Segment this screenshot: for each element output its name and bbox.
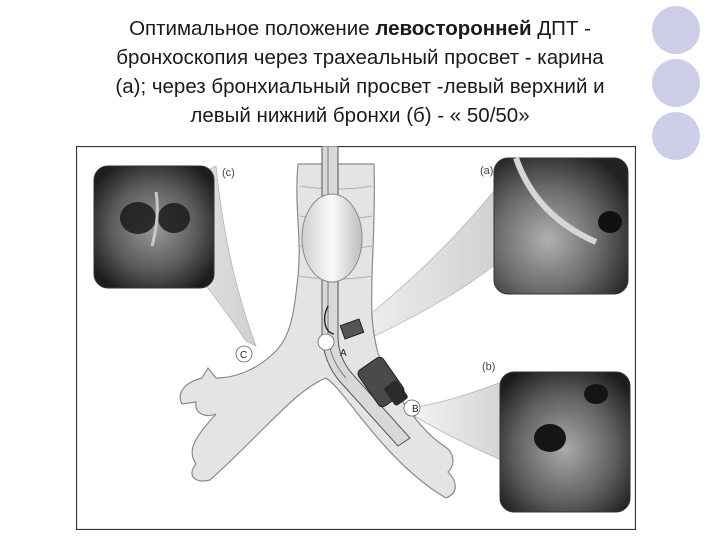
tracheal-cuff	[301, 193, 363, 283]
endotracheal-tube	[321, 146, 411, 447]
photo-b	[499, 371, 631, 513]
bronchoscope-cable	[323, 305, 335, 335]
title-line-1-bold: левосторонней	[375, 17, 532, 40]
marker-c-circle	[235, 345, 253, 363]
title-line-2: бронхоскопия через трахеальный просвет -…	[116, 46, 604, 69]
marker-c: C	[240, 350, 247, 361]
bronchoscopy-figure: C A B (c) (a) (b)	[76, 146, 636, 530]
title-line-3: (а); через бронхиальный просвет -левый в…	[115, 75, 605, 98]
title-line-1: Оптимальное положение левосторонней ДПТ …	[40, 14, 680, 43]
title-line-1-pre: Оптимальное положение	[129, 17, 376, 40]
label-c: (c)	[222, 167, 235, 179]
bronchoscope-tip	[339, 318, 365, 340]
bronchial-tip	[384, 380, 408, 406]
label-a: (a)	[480, 165, 493, 177]
marker-a: A	[340, 348, 347, 359]
photo-a	[493, 157, 629, 295]
label-b: (b)	[482, 361, 495, 373]
marker-b-circle	[403, 399, 421, 417]
title-line-4: левый нижний бронхи (б) - « 50/50»	[190, 104, 530, 127]
marker-a-circle	[317, 333, 335, 351]
photo-c	[93, 165, 215, 289]
title-line-1-post: ДПТ -	[531, 17, 591, 40]
slide-title: Оптимальное положение левосторонней ДПТ …	[40, 14, 680, 130]
marker-b: B	[412, 404, 419, 415]
